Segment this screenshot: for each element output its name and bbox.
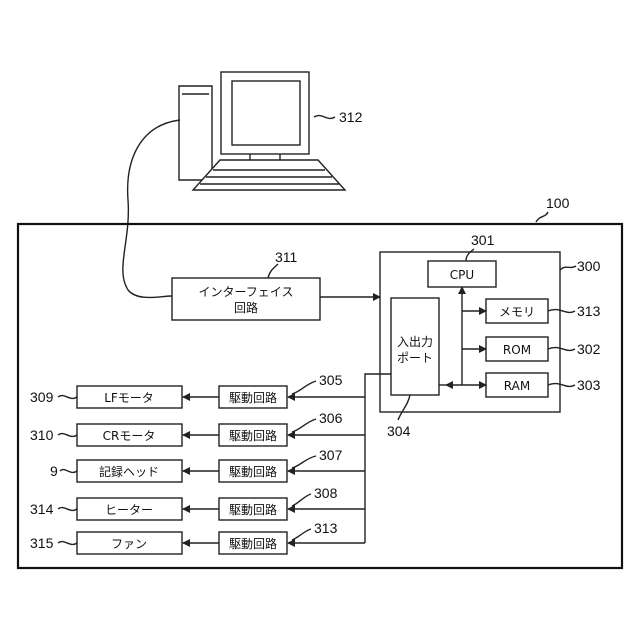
driver-label-head: 駆動回路 bbox=[229, 464, 277, 479]
interface-label-2: 回路 bbox=[234, 300, 258, 315]
driver-label-fan: 駆動回路 bbox=[229, 536, 277, 551]
driver-label-cr: 駆動回路 bbox=[229, 428, 277, 443]
computer-icon bbox=[123, 72, 345, 298]
rom-label: ROM bbox=[503, 343, 531, 357]
ref-307: 307 bbox=[319, 447, 343, 463]
ref-308: 308 bbox=[314, 485, 338, 501]
ref-302: 302 bbox=[577, 341, 601, 357]
ref-313-fan: 313 bbox=[314, 520, 338, 536]
ref-9: 9 bbox=[50, 463, 58, 479]
ref-300: 300 bbox=[577, 258, 601, 274]
record-head-label: 記録ヘッド bbox=[99, 464, 159, 479]
ref-100: 100 bbox=[546, 195, 570, 211]
ref-310: 310 bbox=[30, 427, 54, 443]
ref-304: 304 bbox=[387, 423, 411, 439]
ref-301: 301 bbox=[471, 232, 495, 248]
ref-315: 315 bbox=[30, 535, 54, 551]
ref-312: 312 bbox=[339, 109, 363, 125]
ref-303: 303 bbox=[577, 377, 601, 393]
io-port-label-1: 入出力 bbox=[397, 335, 433, 349]
interface-label-1: インターフェイス bbox=[199, 285, 294, 299]
ref-314: 314 bbox=[30, 501, 54, 517]
memory-label: メモリ bbox=[499, 305, 535, 319]
driver-label-heater: 駆動回路 bbox=[229, 502, 277, 517]
ref-311: 311 bbox=[275, 249, 298, 265]
ref-309: 309 bbox=[30, 389, 54, 405]
fan-label: ファン bbox=[111, 537, 147, 551]
driver-label-lf: 駆動回路 bbox=[229, 390, 277, 405]
io-port-label-2: ポート bbox=[397, 351, 433, 365]
ref-306: 306 bbox=[319, 410, 343, 426]
cr-motor-label: CRモータ bbox=[103, 429, 156, 443]
ref-313-memory: 313 bbox=[577, 303, 601, 319]
heater-label: ヒーター bbox=[105, 503, 153, 517]
ram-label: RAM bbox=[504, 379, 530, 393]
cpu-label: CPU bbox=[450, 268, 474, 282]
lf-motor-label: LFモータ bbox=[104, 391, 154, 405]
ref-305: 305 bbox=[319, 372, 343, 388]
